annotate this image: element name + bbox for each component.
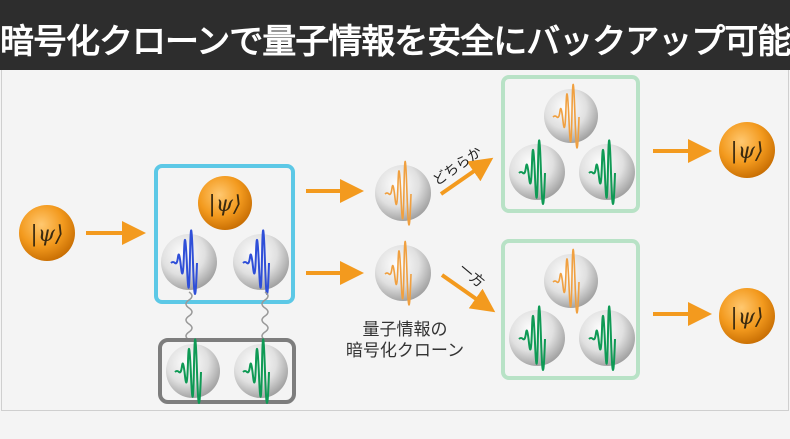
psi-ket-symbol: |ψ⟩ [730, 139, 763, 164]
encrypted-clone-upper [375, 160, 431, 226]
entanglement-link-left [185, 291, 193, 341]
psi-ket-symbol: |ψ⟩ [208, 192, 241, 217]
input-state-qubit: |ψ⟩ [19, 205, 75, 261]
key-qubits-box [158, 338, 296, 404]
encoder-psi-qubit: |ψ⟩ [198, 176, 252, 230]
decoder-box-lower [501, 239, 640, 380]
decoder-upper-key-left [509, 139, 565, 205]
header-bar: 暗号化クローンで量子情報を安全にバックアップ可能に [0, 0, 790, 70]
caption-encrypted-cloning: 量子情報の 暗号化クローン [330, 320, 480, 362]
decoder-lower-key-left [509, 305, 565, 371]
psi-ket-symbol: |ψ⟩ [730, 305, 763, 330]
psi-ket-symbol: |ψ⟩ [30, 222, 63, 247]
decoder-lower-clone-qubit [544, 248, 598, 314]
caption-line-2: 暗号化クローン [345, 341, 465, 361]
arrow-either-branch [439, 157, 494, 196]
output-state-qubit-lower: |ψ⟩ [719, 288, 775, 344]
arrow-other-branch [440, 273, 496, 313]
output-state-qubit-upper: |ψ⟩ [719, 122, 775, 178]
decoder-lower-key-right [579, 305, 635, 371]
key-qubit-green-left [166, 338, 220, 404]
encryption-qubit-blue-left [161, 229, 217, 295]
decoder-upper-clone-qubit [544, 83, 598, 149]
entanglement-link-right [261, 291, 269, 341]
encoder-box [154, 164, 295, 304]
page-title: 暗号化クローンで量子情報を安全にバックアップ可能に [0, 22, 790, 62]
encryption-qubit-blue-right [233, 229, 289, 295]
encrypted-clone-lower [375, 240, 431, 306]
decoder-upper-key-right [579, 139, 635, 205]
caption-line-1: 量子情報の [362, 320, 448, 340]
key-qubit-green-right [234, 338, 288, 404]
decoder-box-upper [501, 75, 640, 213]
